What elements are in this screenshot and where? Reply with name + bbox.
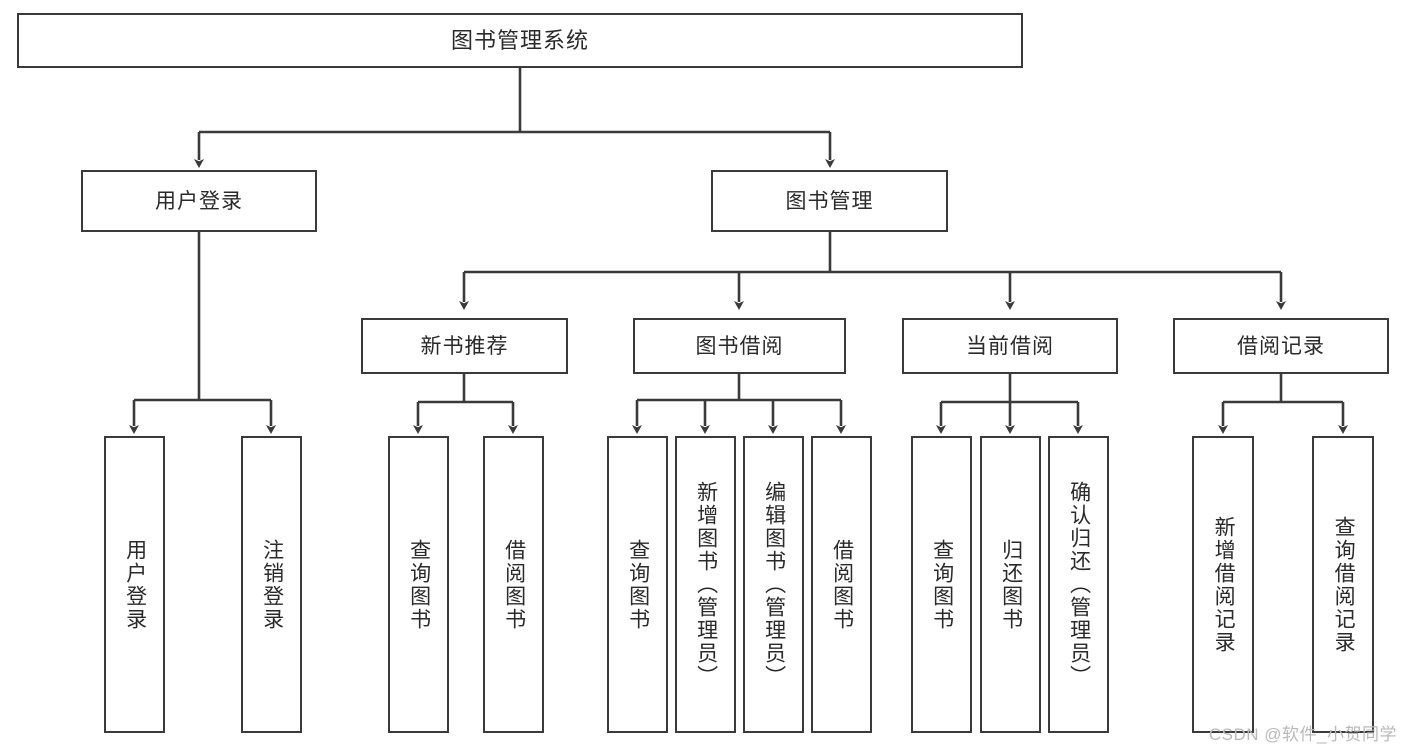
node-borrow-record-label: 借阅记录 xyxy=(1237,334,1325,358)
node-leaf-logout[interactable]: 注销登录 xyxy=(241,436,302,733)
node-leaf-user-login[interactable]: 用户登录 xyxy=(104,436,165,733)
node-leaf-query-book-3-label: 查询图书 xyxy=(930,538,954,631)
node-leaf-add-book-label: 新增图书（管理员） xyxy=(694,481,718,688)
node-leaf-borrow-book-2-label: 借阅图书 xyxy=(830,538,854,631)
node-current-borrow-label: 当前借阅 xyxy=(966,334,1054,358)
node-user-login-label: 用户登录 xyxy=(155,189,243,213)
node-book-manage[interactable]: 图书管理 xyxy=(711,170,948,232)
node-current-borrow[interactable]: 当前借阅 xyxy=(902,318,1118,374)
node-root-label: 图书管理系统 xyxy=(450,27,589,53)
node-leaf-user-login-label: 用户登录 xyxy=(123,538,147,631)
node-leaf-edit-book[interactable]: 编辑图书（管理员） xyxy=(743,436,804,733)
node-root[interactable]: 图书管理系统 xyxy=(17,13,1023,68)
node-book-borrow-label: 图书借阅 xyxy=(695,334,784,358)
node-leaf-confirm-return[interactable]: 确认归还（管理员） xyxy=(1048,436,1109,733)
node-book-manage-label: 图书管理 xyxy=(785,189,874,213)
node-leaf-borrow-book-1-label: 借阅图书 xyxy=(502,538,526,631)
node-leaf-edit-book-label: 编辑图书（管理员） xyxy=(762,481,786,688)
node-leaf-query-book-1[interactable]: 查询图书 xyxy=(388,436,449,733)
node-leaf-return-book[interactable]: 归还图书 xyxy=(980,436,1041,733)
csdn-watermark: CSDN @软件_小贺同学 xyxy=(1208,725,1397,744)
node-leaf-confirm-return-label: 确认归还（管理员） xyxy=(1067,481,1091,688)
node-leaf-add-record[interactable]: 新增借阅记录 xyxy=(1192,436,1254,733)
node-leaf-borrow-book-1[interactable]: 借阅图书 xyxy=(483,436,544,733)
node-new-book-rec[interactable]: 新书推荐 xyxy=(361,318,568,374)
node-borrow-record[interactable]: 借阅记录 xyxy=(1173,318,1389,374)
node-leaf-add-book[interactable]: 新增图书（管理员） xyxy=(675,436,736,733)
node-new-book-rec-label: 新书推荐 xyxy=(420,334,509,358)
node-leaf-query-book-2[interactable]: 查询图书 xyxy=(607,436,668,733)
node-book-borrow[interactable]: 图书借阅 xyxy=(633,318,846,374)
node-leaf-query-book-1-label: 查询图书 xyxy=(407,538,431,631)
node-leaf-borrow-book-2[interactable]: 借阅图书 xyxy=(811,436,872,733)
node-leaf-query-book-3[interactable]: 查询图书 xyxy=(911,436,972,733)
node-user-login[interactable]: 用户登录 xyxy=(81,170,317,232)
node-leaf-query-record[interactable]: 查询借阅记录 xyxy=(1312,436,1374,733)
node-leaf-logout-label: 注销登录 xyxy=(260,538,284,631)
node-leaf-query-book-2-label: 查询图书 xyxy=(626,538,650,631)
node-leaf-return-book-label: 归还图书 xyxy=(999,538,1023,631)
node-leaf-add-record-label: 新增借阅记录 xyxy=(1212,515,1236,654)
node-leaf-query-record-label: 查询借阅记录 xyxy=(1332,515,1356,654)
